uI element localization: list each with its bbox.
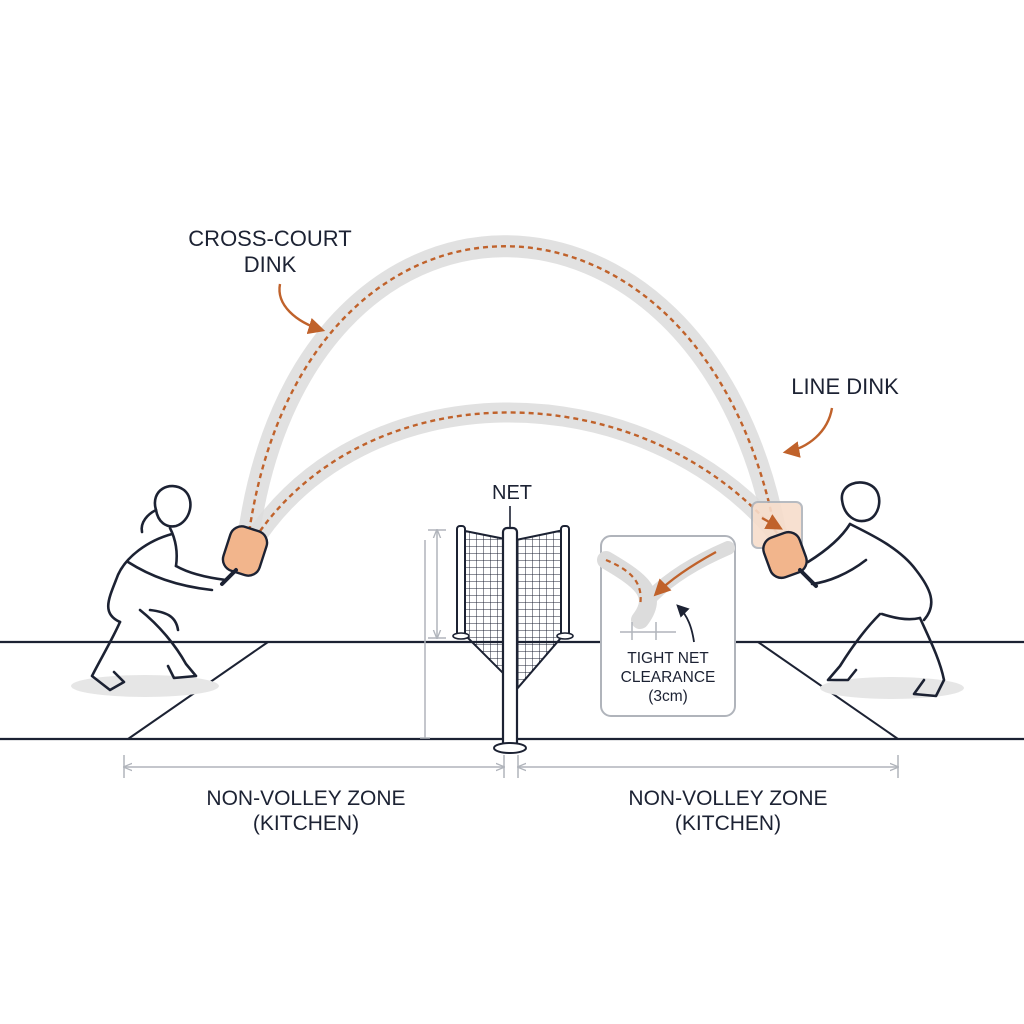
kitchen-left-line2: (KITCHEN) xyxy=(252,812,360,836)
player-left-shadow xyxy=(71,675,219,697)
clearance-inset xyxy=(597,535,736,717)
cross-court-arrow-icon xyxy=(278,283,326,335)
line-dink-arrow-icon xyxy=(782,407,834,458)
line-dink-path xyxy=(248,411,779,547)
player-left-figure xyxy=(90,484,228,692)
player-right-figure xyxy=(806,481,946,698)
clearance-label-line3: (3cm) xyxy=(648,687,688,705)
kitchen-right-line1: NON-VOLLEY ZONE xyxy=(628,787,828,810)
line-dink-label: LINE DINK xyxy=(791,374,899,399)
player-right-shadow xyxy=(820,677,964,699)
cross-court-label-line2: DINK xyxy=(243,252,297,278)
paddle-right-icon xyxy=(751,501,818,588)
kitchen-label-left: NON-VOLLEY ZONE (KITCHEN) xyxy=(156,786,456,836)
paddle-left-icon xyxy=(220,525,269,586)
clearance-label: TIGHT NET CLEARANCE (3cm) xyxy=(600,650,736,707)
clearance-label-line2: CLEARANCE xyxy=(620,668,716,686)
dimension-lines xyxy=(124,530,898,778)
clearance-arrow-icon xyxy=(676,604,695,643)
cross-court-path xyxy=(246,245,777,541)
cross-court-dink-label: CROSS-COURT DINK xyxy=(150,226,390,279)
net-label: NET xyxy=(492,482,532,504)
clearance-label-line1: TIGHT NET xyxy=(627,650,709,667)
kitchen-right-line2: (KITCHEN) xyxy=(674,812,782,836)
net-icon xyxy=(452,506,574,754)
cross-court-label-line1: CROSS-COURT xyxy=(188,226,352,251)
ball-trails xyxy=(237,235,788,556)
line-dink-trail xyxy=(240,402,788,556)
kitchen-left-line1: NON-VOLLEY ZONE xyxy=(206,787,406,810)
kitchen-label-right: NON-VOLLEY ZONE (KITCHEN) xyxy=(578,786,878,836)
